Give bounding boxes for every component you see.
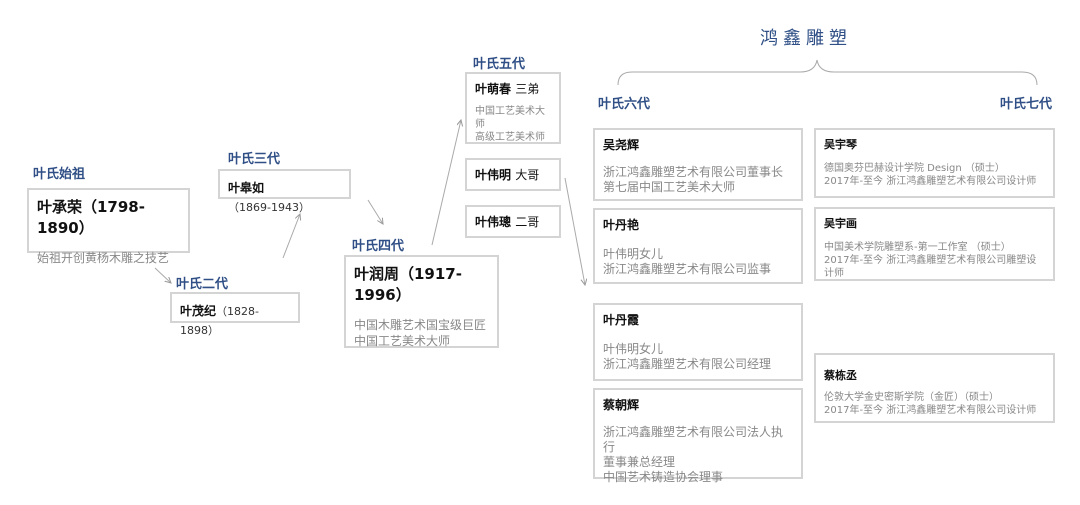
person-desc: 2017年-至今 浙江鸿鑫雕塑艺术有限公司雕塑设计师	[824, 255, 1037, 279]
brace	[617, 59, 1038, 86]
arrow-5-6	[564, 177, 585, 285]
person-desc: 2017年-至今 浙江鸿鑫雕塑艺术有限公司设计师	[824, 405, 1037, 416]
person-desc: 中国木雕艺术国宝级巨匠	[354, 318, 487, 332]
person-box-6-2: 叶丹艳 叶伟明女儿浙江鸿鑫雕塑艺术有限公司监事	[593, 208, 803, 284]
person-name: 叶伟璁	[475, 215, 512, 229]
person-years: （1828-1898）	[180, 305, 259, 337]
person-desc: 叶伟明女儿	[603, 247, 664, 261]
person-name: 叶丹霞	[603, 313, 640, 327]
gen-label-4: 叶氏四代	[352, 239, 405, 254]
person-name: 吴尧辉	[603, 138, 640, 152]
person-box-5c: 叶伟璁 二哥	[465, 205, 561, 238]
person-desc: 董事兼总经理	[603, 455, 676, 469]
person-desc: 中国工艺美术大师	[354, 334, 451, 348]
person-desc: 中国艺术铸造协会理事	[603, 470, 724, 484]
gen-label-5: 叶氏五代	[473, 57, 526, 72]
person-name: 叶茂纪	[180, 304, 217, 318]
arrow-1-2	[154, 267, 171, 283]
person-name: 叶伟明	[475, 168, 512, 182]
person-box-2: 叶茂纪（1828-1898）	[170, 292, 300, 337]
person-box-6-4: 蔡朝辉 浙江鸿鑫雕塑艺术有限公司法人执行董事兼总经理中国艺术铸造协会理事	[593, 388, 803, 484]
company-title: 鸿鑫雕塑	[760, 28, 852, 49]
person-desc: 浙江鸿鑫雕塑艺术有限公司经理	[603, 357, 772, 371]
person-name: 叶皋如	[228, 181, 265, 195]
person-desc: 伦敦大学金史密斯学院（金匠）（硕士）	[824, 392, 999, 403]
person-desc: 第七届中国工艺美术大师	[603, 180, 736, 194]
person-box-5a: 叶萌春 三弟 中国工艺美术大师高级工艺美术师	[465, 72, 561, 144]
arrow-4-5	[431, 120, 461, 246]
gen-label-6: 叶氏六代	[598, 97, 651, 112]
person-box-7-3: 蔡栋丞 伦敦大学金史密斯学院（金匠）（硕士） 2017年-至今 浙江鸿鑫雕塑艺术有…	[814, 353, 1055, 423]
person-years: （1869-1943）	[228, 201, 310, 214]
person-box-6-3: 叶丹霞 叶伟明女儿浙江鸿鑫雕塑艺术有限公司经理	[593, 303, 803, 381]
person-box-3: 叶皋如 （1869-1943）	[218, 169, 351, 214]
person-desc: 浙江鸿鑫雕塑艺术有限公司法人执行	[603, 425, 784, 454]
gen-label-1: 叶氏始祖	[33, 167, 86, 182]
arrow-2-3	[282, 214, 300, 259]
person-desc: 始祖开创黄杨木雕之技艺	[37, 251, 170, 265]
person-name: 叶润周（1917-1996）	[354, 265, 462, 304]
person-box-6-1: 吴尧辉 浙江鸿鑫雕塑艺术有限公司董事长第七届中国工艺美术大师	[593, 128, 803, 201]
person-desc: 浙江鸿鑫雕塑艺术有限公司监事	[603, 262, 772, 276]
person-desc: 浙江鸿鑫雕塑艺术有限公司董事长	[603, 165, 784, 179]
person-name: 叶承荣（1798-1890）	[37, 198, 145, 237]
person-relation: 二哥	[515, 215, 540, 229]
person-name: 蔡朝辉	[603, 398, 640, 412]
person-box-1: 叶承荣（1798-1890） 始祖开创黄杨木雕之技艺	[27, 188, 190, 265]
person-name: 吴宇琴	[824, 138, 857, 151]
gen-label-3: 叶氏三代	[228, 152, 281, 167]
person-desc: 高级工艺美术师	[475, 132, 545, 143]
person-name: 叶萌春	[475, 82, 512, 96]
arrow-3-4	[367, 199, 383, 224]
person-relation: 大哥	[515, 168, 540, 182]
person-relation: 三弟	[515, 82, 540, 96]
person-desc: 叶伟明女儿	[603, 342, 664, 356]
person-name: 吴宇画	[824, 217, 857, 230]
gen-label-2: 叶氏二代	[176, 277, 229, 292]
person-box-4: 叶润周（1917-1996） 中国木雕艺术国宝级巨匠中国工艺美术大师	[344, 255, 499, 348]
person-box-7-2: 吴宇画 中国美术学院雕塑系-第一工作室 （硕士） 2017年-至今 浙江鸿鑫雕塑艺…	[814, 207, 1055, 281]
person-box-7-1: 吴宇琴 德国奥芬巴赫设计学院 Design （硕士） 2017年-至今 浙江鸿鑫雕…	[814, 128, 1055, 198]
person-box-5b: 叶伟明 大哥	[465, 158, 561, 191]
gen-label-7: 叶氏七代	[1000, 97, 1053, 112]
person-desc: 2017年-至今 浙江鸿鑫雕塑艺术有限公司设计师	[824, 176, 1037, 187]
person-desc: 德国奥芬巴赫设计学院 Design （硕士）	[824, 163, 1005, 174]
person-name: 蔡栋丞	[824, 369, 857, 382]
person-desc: 中国美术学院雕塑系-第一工作室 （硕士）	[824, 242, 1011, 253]
person-desc: 中国工艺美术大师	[475, 106, 545, 130]
person-name: 叶丹艳	[603, 218, 640, 232]
